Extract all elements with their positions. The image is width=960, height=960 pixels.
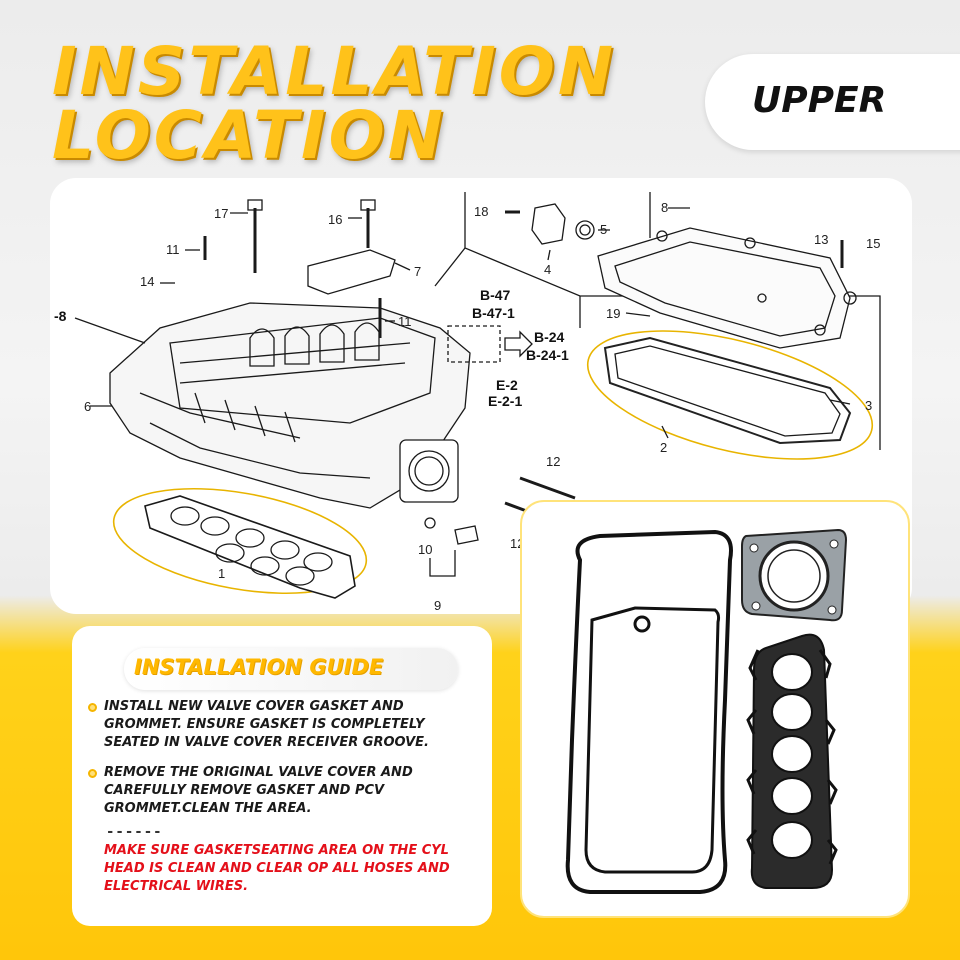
- upper-cover: [597, 227, 851, 349]
- callout-2: 2: [660, 440, 667, 455]
- callout-19: 19: [606, 306, 620, 321]
- callout-3: 3: [865, 398, 872, 413]
- callout-11b: 11: [398, 314, 412, 329]
- callout-13: 13: [814, 232, 828, 247]
- bullet-icon: [88, 769, 97, 778]
- ref-b24: B-24: [534, 329, 565, 345]
- page-title: INSTALLATION LOCATION: [52, 33, 692, 174]
- title-line-2: LOCATION: [52, 97, 446, 174]
- callout-8: 8: [661, 200, 668, 215]
- title-line-1: INSTALLATION: [52, 33, 617, 110]
- callout-5: 5: [600, 222, 607, 237]
- ref-b47: B-47: [480, 287, 511, 303]
- edge-label: -8: [54, 308, 67, 324]
- ref-b24-1: B-24-1: [526, 347, 569, 363]
- intake-manifold-gasket-photo: [746, 633, 838, 889]
- bullet-icon: [88, 703, 97, 712]
- guide-title-pill: [124, 648, 458, 690]
- position-tag: UPPER: [752, 80, 887, 121]
- ref-e2: E-2: [496, 377, 518, 393]
- callout-10: 10: [418, 542, 432, 557]
- gasket-highlight: [586, 330, 874, 460]
- callout-11a: 11: [166, 242, 180, 257]
- guide-step-2: REMOVE THE ORIGINAL VALVE COVER AND CARE…: [104, 765, 413, 816]
- callout-18: 18: [474, 204, 488, 219]
- callout-16: 16: [328, 212, 342, 227]
- ref-e2-1: E-2-1: [488, 393, 522, 409]
- warning-note: MAKE SURE GASKETSEATING AREA ON THE CYL …: [104, 843, 450, 894]
- callout-12a: 12: [546, 454, 560, 469]
- callout-14: 14: [140, 274, 154, 289]
- throttle-flange: [399, 439, 459, 503]
- guide-title: INSTALLATION GUIDE: [134, 655, 384, 679]
- callout-17: 17: [214, 206, 228, 221]
- callout-1: 1: [218, 566, 225, 581]
- callout-15: 15: [866, 236, 880, 251]
- position-tag-background: [705, 54, 960, 150]
- callout-6: 6: [84, 399, 91, 414]
- throttle-body-gasket: [741, 528, 848, 622]
- manifold-gasket-highlight: [112, 487, 368, 595]
- guide-step-1: INSTALL NEW VALVE COVER GASKET AND GROMM…: [104, 699, 429, 750]
- callout-7: 7: [414, 264, 421, 279]
- callout-4: 4: [544, 262, 551, 277]
- ref-b47-1: B-47-1: [472, 305, 515, 321]
- gasket-set-image: [565, 528, 848, 894]
- intake-manifold-diagram: 17 16 11 7 14 11 -8 6 18 8 5 4 13 15 19 …: [54, 192, 881, 613]
- valve-cover-gasket: [603, 336, 852, 445]
- valve-cover-gasket-photo: [565, 529, 733, 894]
- callout-9: 9: [434, 598, 441, 613]
- separator: ------: [106, 824, 163, 840]
